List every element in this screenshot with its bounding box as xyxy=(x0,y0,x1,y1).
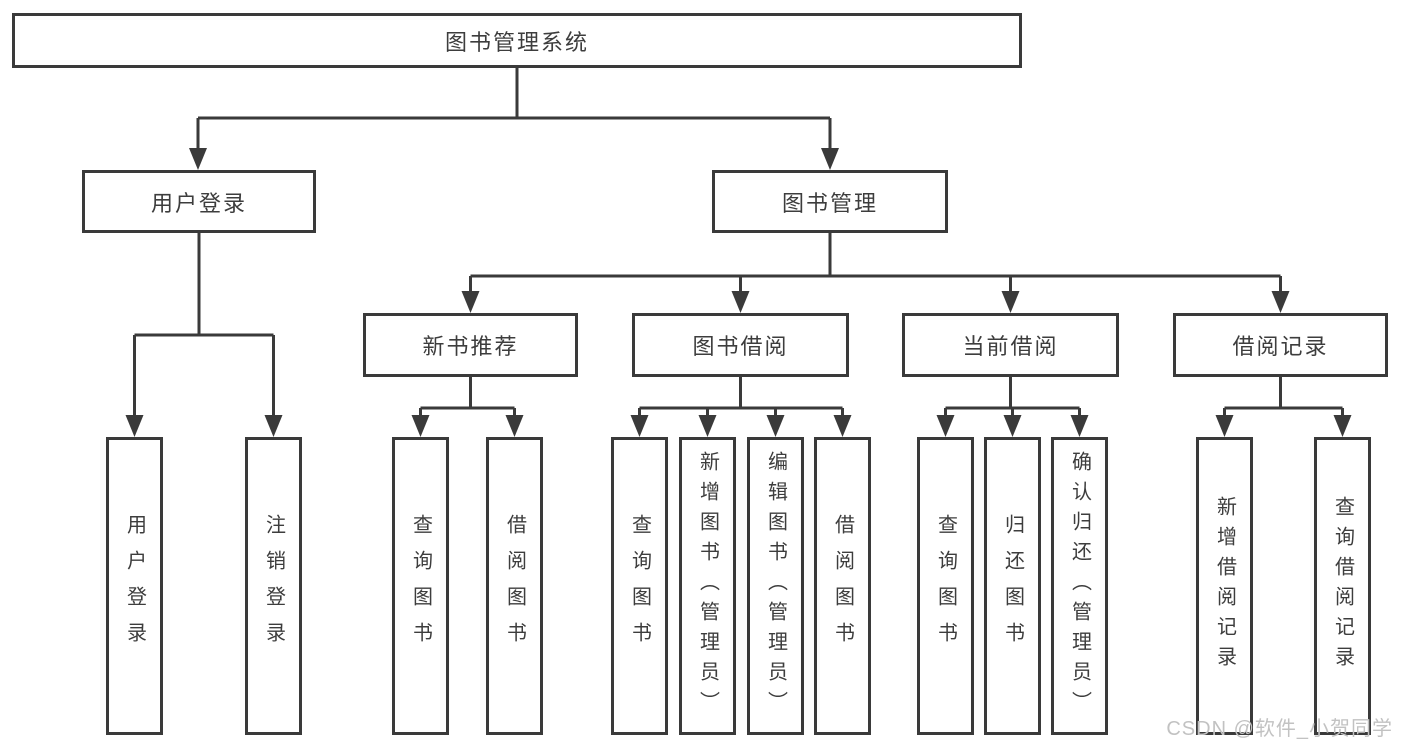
leaf-label: 确认归还（管理员） xyxy=(1068,451,1091,721)
leaf-query-book-2: 查询图书 xyxy=(611,437,668,735)
leaf-query-book-1: 查询图书 xyxy=(392,437,449,735)
leaf-add-borrow-record: 新增借阅记录 xyxy=(1196,437,1253,735)
leaf-borrow-book-2: 借阅图书 xyxy=(814,437,871,735)
leaf-label: 查询图书 xyxy=(409,514,432,658)
node-new-book-recommend: 新书推荐 xyxy=(363,313,578,377)
leaf-label: 编辑图书（管理员） xyxy=(764,451,787,721)
leaf-label: 查询图书 xyxy=(934,514,957,658)
node-book-management: 图书管理 xyxy=(712,170,948,233)
leaf-label: 注销登录 xyxy=(262,514,285,658)
node-borrow-records: 借阅记录 xyxy=(1173,313,1388,377)
node-user-login-group: 用户登录 xyxy=(82,170,316,233)
node-root: 图书管理系统 xyxy=(12,13,1022,68)
leaf-query-book-3: 查询图书 xyxy=(917,437,974,735)
leaf-return-book: 归还图书 xyxy=(984,437,1041,735)
leaf-borrow-book-1: 借阅图书 xyxy=(486,437,543,735)
leaf-label: 归还图书 xyxy=(1001,514,1024,658)
leaf-label: 查询借阅记录 xyxy=(1331,496,1354,676)
leaf-label: 用户登录 xyxy=(123,514,146,658)
node-label: 图书管理 xyxy=(781,190,878,216)
node-book-borrow: 图书借阅 xyxy=(632,313,849,377)
node-label: 用户登录 xyxy=(150,190,247,216)
node-root-label: 图书管理系统 xyxy=(444,29,589,55)
node-label: 借阅记录 xyxy=(1232,334,1329,359)
leaf-label: 新增借阅记录 xyxy=(1213,496,1236,676)
leaf-label: 借阅图书 xyxy=(831,514,854,658)
node-label: 图书借阅 xyxy=(692,334,789,359)
leaf-add-book-admin: 新增图书（管理员） xyxy=(679,437,736,735)
node-label: 当前借阅 xyxy=(962,334,1059,359)
leaf-label: 借阅图书 xyxy=(503,514,526,658)
leaf-logout: 注销登录 xyxy=(245,437,302,735)
leaf-query-borrow-record: 查询借阅记录 xyxy=(1314,437,1371,735)
leaf-confirm-return-admin: 确认归还（管理员） xyxy=(1051,437,1108,735)
csdn-watermark: CSDN @软件_小贺同学 xyxy=(1166,718,1393,740)
node-label: 新书推荐 xyxy=(422,334,519,359)
leaf-edit-book-admin: 编辑图书（管理员） xyxy=(747,437,804,735)
leaf-label: 新增图书（管理员） xyxy=(696,451,719,721)
node-current-borrow: 当前借阅 xyxy=(902,313,1119,377)
leaf-user-login: 用户登录 xyxy=(106,437,163,735)
leaf-label: 查询图书 xyxy=(628,514,651,658)
